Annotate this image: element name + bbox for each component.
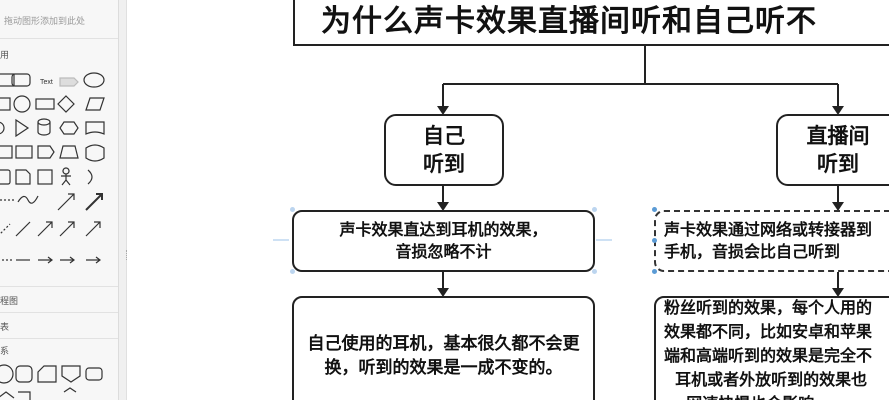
chevron-shape-icon xyxy=(0,391,15,399)
bracket-shape-icon xyxy=(87,169,93,185)
sidebar-resize-handle[interactable] xyxy=(126,250,129,260)
shape-palette-bottom[interactable] xyxy=(0,362,118,400)
rounded-rect-shape-icon xyxy=(85,367,103,381)
arc-shape-icon xyxy=(0,121,5,135)
dotted-diagonal-icon xyxy=(0,223,11,235)
arrowhead-icon xyxy=(437,106,449,115)
selection-handle[interactable] xyxy=(290,207,295,212)
arrowhead-icon xyxy=(437,288,449,297)
arrowhead-icon xyxy=(437,202,449,211)
document-shape-icon xyxy=(85,121,105,135)
bold-arrow-icon xyxy=(85,193,103,211)
actor-shape-icon xyxy=(61,167,71,186)
ellipse-shape-icon xyxy=(83,72,105,88)
parallelogram-shape-icon xyxy=(85,97,105,111)
rectangle-shape-icon xyxy=(0,73,15,87)
arrow-up-shape-icon xyxy=(63,387,77,393)
rounded-square-shape-icon xyxy=(15,365,33,383)
triangle-shape-icon xyxy=(15,118,30,138)
section-b-header[interactable]: 系 xyxy=(0,347,10,357)
diagram-canvas[interactable]: 为什么声卡效果直播间听和自己听不 自己 听到 直播间 听到 声卡效果直达到耳机的… xyxy=(128,0,889,400)
circle-shape-icon xyxy=(0,364,14,384)
text-shape-icon: Text xyxy=(40,79,53,86)
arrow-right-icon xyxy=(38,256,53,264)
shield-shape-icon xyxy=(61,365,81,383)
circle-shape-icon xyxy=(13,95,31,113)
selection-handle[interactable] xyxy=(592,269,597,274)
note-shape-icon xyxy=(0,169,11,185)
section-a-header[interactable]: 表 xyxy=(0,323,10,333)
node-live-heard[interactable]: 直播间 听到 xyxy=(776,114,889,186)
arrowhead-icon xyxy=(832,288,844,297)
curve-line-icon xyxy=(17,195,39,204)
shape-palette[interactable]: Text xyxy=(0,70,118,280)
selection-handle[interactable] xyxy=(592,207,597,212)
detail-self-box[interactable]: 自己使用的耳机，基本很久都不会更 换，听到的效果是一成不变的。 xyxy=(292,296,595,400)
selection-handle[interactable] xyxy=(652,207,657,212)
hexagon-shape-icon xyxy=(59,121,79,135)
corner-shape-icon xyxy=(18,391,31,400)
line-diagonal-icon xyxy=(15,221,31,237)
rounded-rect-shape-icon xyxy=(11,73,31,87)
selection-handle[interactable] xyxy=(652,238,657,243)
drag-hint: 拖动图形添加到此处 xyxy=(4,17,86,27)
divider xyxy=(0,338,118,339)
callout-shape-icon xyxy=(59,77,79,87)
arrow-up-right-icon xyxy=(37,221,53,237)
detail-live-box[interactable]: 粉丝听到的效果，每个人用的 效果都不同，比如安卓和苹果 端和高端听到的效果是完全… xyxy=(654,296,889,400)
arrow-right-thin-icon xyxy=(60,256,75,264)
tape-shape-icon xyxy=(85,144,105,162)
node-self-heard[interactable]: 自己 听到 xyxy=(384,114,504,186)
connectors xyxy=(273,45,844,297)
frame-shape-icon xyxy=(37,169,53,185)
arrow-right-bold-icon xyxy=(86,256,101,264)
selection-handle[interactable] xyxy=(652,269,657,274)
section-general-header[interactable]: 用 xyxy=(0,51,10,61)
selection-handle[interactable] xyxy=(290,269,295,274)
diagram-title: 为什么声卡效果直播间听和自己听不 xyxy=(321,4,817,39)
square-shape-icon xyxy=(0,97,11,111)
sidebar-scrollbar[interactable] xyxy=(119,0,127,400)
arrow-line-icon xyxy=(59,221,75,237)
card-shape-icon xyxy=(15,145,33,159)
cylinder-shape-icon xyxy=(37,118,51,136)
title-branch-connector xyxy=(442,45,839,112)
divider xyxy=(0,286,118,287)
shape-library-sidebar: 拖动图形添加到此处 用 xyxy=(0,0,119,400)
connector-arrow-icon xyxy=(85,221,101,237)
cut-corner-shape-icon xyxy=(37,365,57,383)
arrowhead-icon xyxy=(832,106,844,115)
step-shape-icon xyxy=(37,145,55,159)
process-shape-icon xyxy=(35,98,55,110)
divider xyxy=(0,312,118,313)
folded-note-shape-icon xyxy=(15,169,31,185)
divider xyxy=(0,38,118,39)
title-box[interactable]: 为什么声卡效果直播间听和自己听不 xyxy=(293,0,889,46)
internal-storage-shape-icon xyxy=(0,145,13,159)
desc-self-box[interactable]: 声卡效果直达到耳机的效果， 音损忽略不计 xyxy=(292,210,595,272)
arrow-diagonal-icon xyxy=(57,193,75,211)
trapezoid-shape-icon xyxy=(59,145,79,159)
section-flowchart-header[interactable]: 程图 xyxy=(0,297,19,307)
diamond-shape-icon xyxy=(57,95,75,113)
arrowhead-icon xyxy=(832,202,844,211)
desc-live-box[interactable]: 声卡效果通过网络或转接器到 手机，音损会比自己听到 xyxy=(654,210,889,272)
